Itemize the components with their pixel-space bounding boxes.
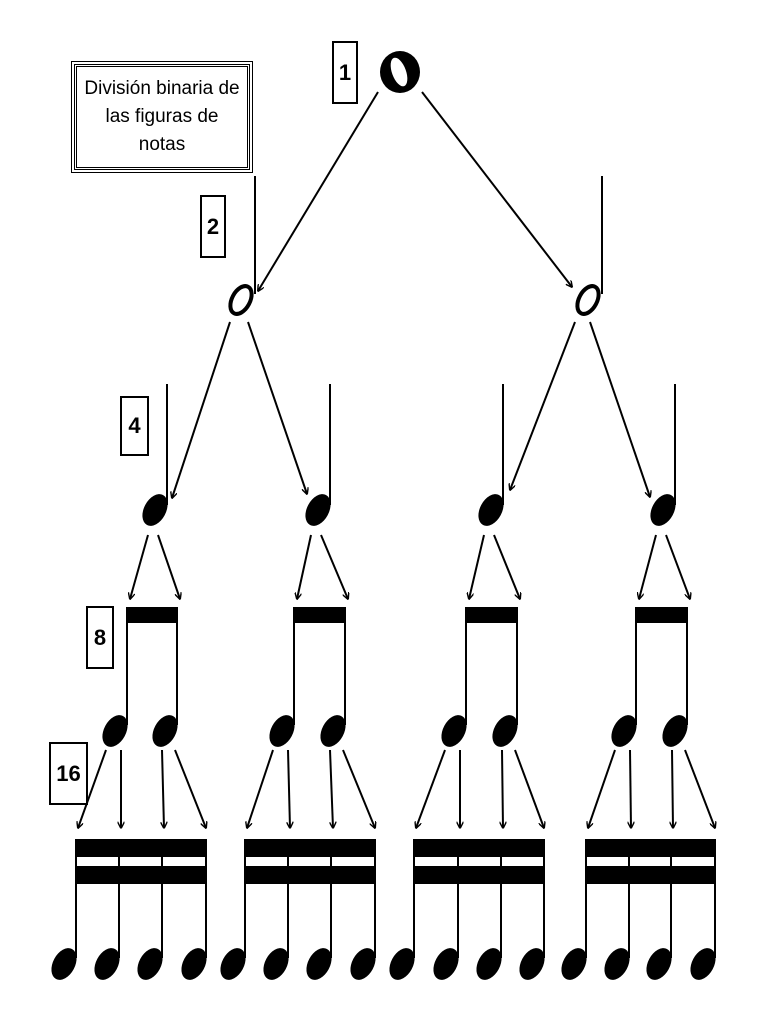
division-arrow [502, 749, 503, 828]
sixteenth-note [646, 948, 672, 980]
division-arrow [162, 749, 164, 828]
eighth-note [269, 715, 295, 747]
division-arrow [172, 321, 231, 498]
sixteenth-note [94, 948, 120, 980]
note-beam [294, 607, 346, 623]
quarter-note [650, 494, 676, 526]
note-beam [76, 839, 207, 857]
note-beam [76, 866, 207, 884]
division-arrow [157, 534, 180, 599]
eighth-note [662, 715, 688, 747]
eighth-note [320, 715, 346, 747]
note-beam [586, 866, 716, 884]
division-arrow [320, 534, 348, 599]
sixteenth-note [561, 948, 587, 980]
division-arrow [174, 749, 206, 828]
eighth-note [441, 715, 467, 747]
note-beam [414, 866, 545, 884]
sixteenth-note [476, 948, 502, 980]
division-arrow [329, 749, 333, 828]
level-count-label: 16 [56, 760, 81, 786]
sixteenth-note [350, 948, 376, 980]
level-count-label: 2 [206, 213, 220, 239]
diagram-title: División binaria de las figuras de notas [84, 78, 240, 155]
division-arrow [247, 321, 307, 494]
division-arrow [639, 534, 657, 599]
note-beam [636, 607, 688, 623]
division-arrow [288, 749, 290, 828]
note-beam [127, 607, 178, 623]
division-arrow [588, 749, 616, 828]
eighth-note [492, 715, 518, 747]
note-beam [466, 607, 518, 623]
level-count-1: 1 [332, 41, 358, 104]
note-beam [586, 839, 716, 857]
sixteenth-note [690, 948, 716, 980]
sixteenth-note [389, 948, 415, 980]
division-arrow [589, 321, 650, 497]
quarter-note [305, 494, 331, 526]
sixteenth-note [263, 948, 289, 980]
sixteenth-note [220, 948, 246, 980]
level-count-label: 4 [128, 413, 141, 438]
sixteenth-note [181, 948, 207, 980]
level-count-16: 16 [49, 742, 88, 805]
division-arrow [630, 749, 631, 828]
quarter-note [478, 494, 504, 526]
division-arrow [78, 749, 107, 828]
level-count-4: 4 [120, 396, 149, 456]
division-arrow [342, 749, 375, 828]
division-arrow [130, 534, 149, 599]
eighth-note [102, 715, 128, 747]
level-count-8: 8 [86, 606, 114, 669]
division-arrow [297, 534, 312, 599]
title-box: División binaria de las figuras de notas [71, 61, 253, 173]
division-arrow [493, 534, 520, 599]
division-arrow [421, 91, 572, 287]
sixteenth-note [433, 948, 459, 980]
sixteenth-note [306, 948, 332, 980]
sixteenth-note [137, 948, 163, 980]
level-count-label: 1 [338, 59, 352, 85]
note-beam [414, 839, 545, 857]
quarter-note [142, 494, 168, 526]
eighth-note [152, 715, 178, 747]
division-arrow [247, 749, 274, 828]
half-note [228, 284, 254, 316]
sixteenth-note [519, 948, 545, 980]
level-count-2: 2 [200, 195, 226, 258]
division-arrow [469, 534, 485, 599]
division-arrow [684, 749, 715, 828]
eighth-note [611, 715, 637, 747]
level-count-label: 8 [93, 624, 107, 650]
division-arrow [514, 749, 544, 828]
sixteenth-note [51, 948, 77, 980]
half-note [575, 284, 601, 316]
note-beam [245, 839, 376, 857]
division-arrow [416, 749, 446, 828]
note-beam [245, 866, 376, 884]
whole-note-hole [390, 57, 408, 87]
division-arrow [258, 91, 379, 291]
division-arrow [665, 534, 690, 599]
division-arrow [510, 321, 576, 490]
division-arrow [672, 749, 673, 828]
sixteenth-note [604, 948, 630, 980]
